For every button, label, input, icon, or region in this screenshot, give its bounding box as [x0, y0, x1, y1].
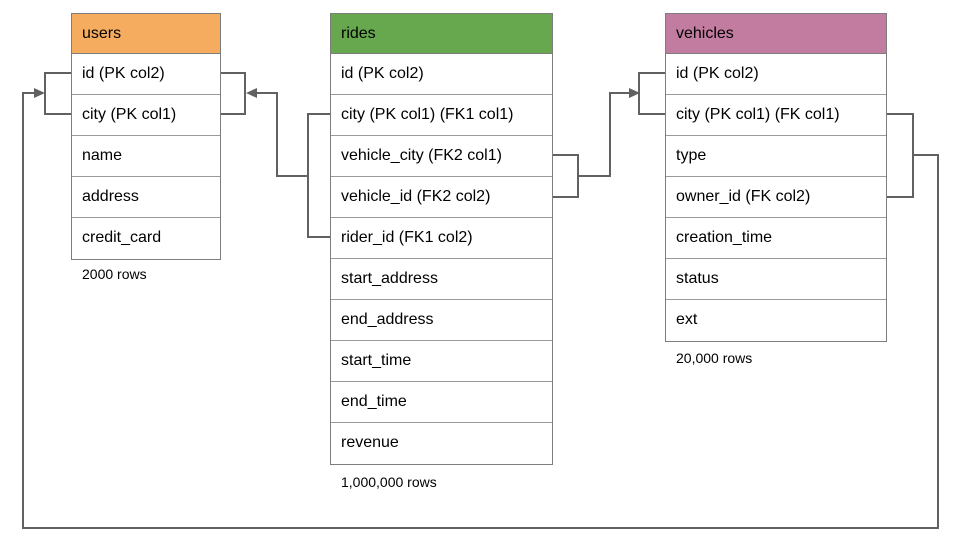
table-row: start_time — [331, 341, 552, 382]
table-row: id (PK col2) — [331, 54, 552, 95]
vehicles-to-users-line — [22, 92, 939, 529]
arrow-into-vehicles-icon — [629, 88, 640, 98]
table-vehicles: vehicles id (PK col2)city (PK col1) (FK … — [665, 13, 887, 342]
rides-left-fk1-bracket — [307, 113, 330, 238]
table-row: address — [72, 177, 220, 218]
table-rides: rides id (PK col2)city (PK col1) (FK1 co… — [330, 13, 553, 465]
vehicles-right-fk-bracket — [887, 113, 914, 198]
table-row: ext — [666, 300, 886, 341]
table-row: end_address — [331, 300, 552, 341]
table-row: status — [666, 259, 886, 300]
rides-row-count: 1,000,000 rows — [341, 474, 437, 490]
table-row: city (PK col1) (FK col1) — [666, 95, 886, 136]
table-row: vehicle_city (FK2 col1) — [331, 136, 552, 177]
table-row: type — [666, 136, 886, 177]
vehicles-row-count: 20,000 rows — [676, 350, 753, 366]
users-row-count: 2000 rows — [82, 266, 147, 282]
table-row: vehicle_id (FK2 col2) — [331, 177, 552, 218]
vehicles-left-pk-bracket — [638, 72, 665, 115]
table-row: id (PK col2) — [666, 54, 886, 95]
table-row: name — [72, 136, 220, 177]
rides-to-users-line — [257, 92, 308, 177]
table-row: city (PK col1) (FK1 col1) — [331, 95, 552, 136]
users-left-pk-bracket — [44, 72, 71, 115]
table-users-header: users — [72, 14, 220, 54]
table-row: credit_card — [72, 218, 220, 259]
table-row: id (PK col2) — [72, 54, 220, 95]
table-row: rider_id (FK1 col2) — [331, 218, 552, 259]
table-row: end_time — [331, 382, 552, 423]
rides-to-vehicles-line — [578, 92, 629, 177]
table-vehicles-rows: id (PK col2)city (PK col1) (FK col1)type… — [666, 54, 886, 341]
table-row: owner_id (FK col2) — [666, 177, 886, 218]
table-rides-rows: id (PK col2)city (PK col1) (FK1 col1)veh… — [331, 54, 552, 464]
table-row: city (PK col1) — [72, 95, 220, 136]
rides-right-fk2-bracket — [553, 154, 579, 198]
arrow-into-users-left-icon — [34, 88, 45, 98]
table-row: creation_time — [666, 218, 886, 259]
users-right-pk-bracket — [221, 72, 246, 115]
table-rides-header: rides — [331, 14, 552, 54]
table-row: revenue — [331, 423, 552, 464]
arrow-into-users-right-icon — [246, 88, 257, 98]
table-row: start_address — [331, 259, 552, 300]
table-vehicles-header: vehicles — [666, 14, 886, 54]
